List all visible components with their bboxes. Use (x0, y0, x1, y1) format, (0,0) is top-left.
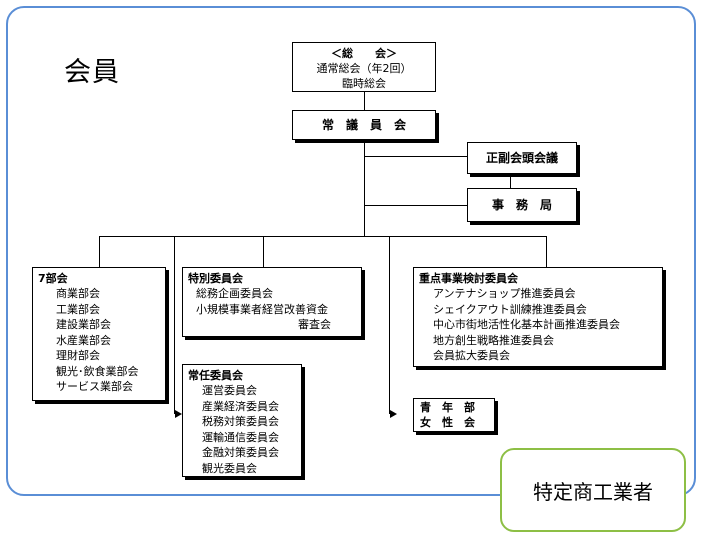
standing-committee-item: 税務対策委員会 (202, 415, 279, 428)
division-item: 商業部会 (56, 287, 100, 300)
vice-chairs-meeting-box: 正副会頭会議 (467, 142, 577, 174)
special-committee-item: 小規模事業者経営改善資金 (196, 302, 328, 316)
priority-committee-item: シェイクアウト訓練推進委員会 (433, 302, 587, 316)
connector-line (99, 236, 100, 267)
connector-arrow (390, 410, 397, 418)
standing-committee-item: 運輸通信委員会 (202, 430, 279, 444)
members-label: 会員 (64, 57, 120, 88)
connector-line (99, 236, 546, 237)
standing-committees-box: 常任委員会 運営委員会 産業経済委員会 税務対策委員会 運輸通信委員会 金融対策… (182, 364, 302, 477)
division-item: 理財部会 (56, 349, 100, 362)
division-item: 水産業部会 (56, 333, 111, 347)
standing-committee-item: 運営委員会 (202, 384, 257, 397)
special-committees-box: 特別委員会 総務企画委員会 小規模事業者経営改善資金 審査会 (182, 267, 362, 337)
youth-women-box: 青 年 部 女 性 会 (413, 398, 495, 432)
general-assembly-title: ＜総 会＞ (331, 47, 397, 60)
connector-arrow (175, 410, 182, 418)
priority-committees-title: 重点事業検討委員会 (419, 272, 518, 285)
connector-line (364, 205, 467, 206)
special-committee-item: 総務企画委員会 (196, 287, 273, 300)
seven-divisions-box: 7部会 商業部会 工業部会 建設業部会 水産業部会 理財部会 観光･飲食業部会 … (32, 267, 166, 401)
priority-committee-item: アンテナショップ推進委員会 (433, 287, 576, 300)
seven-divisions-title: 7部会 (38, 272, 68, 285)
division-item: サービス業部会 (56, 380, 133, 393)
specific-businesses-label: 特定商工業者 (533, 479, 653, 504)
standing-committees-title: 常任委員会 (188, 369, 243, 382)
division-item: 観光･飲食業部会 (56, 364, 139, 378)
priority-committee-item: 会員拡大委員会 (433, 349, 510, 362)
connector-line (510, 174, 511, 188)
standing-committee-item: 金融対策委員会 (202, 446, 279, 459)
connector-line (364, 156, 467, 157)
members-frame (6, 6, 696, 496)
priority-committee-item: 中心市街地活性化基本計画推進委員会 (433, 318, 620, 331)
youth-division-label: 青 年 部 (420, 401, 475, 414)
special-committee-item: 審査会 (298, 318, 331, 331)
standing-committee-item: 観光委員会 (202, 461, 257, 475)
connector-line (364, 140, 365, 236)
general-assembly-line: 臨時総会 (342, 77, 386, 90)
women-association-label: 女 性 会 (420, 416, 475, 429)
specific-businesses-box: 特定商工業者 (500, 448, 686, 532)
connector-line (546, 236, 547, 267)
connector-line (389, 236, 390, 414)
connector-line (263, 236, 264, 267)
priority-committee-item: 地方創生戦略推進委員会 (433, 333, 554, 347)
connector-line (174, 236, 175, 414)
secretariat-box: 事 務 局 (467, 188, 577, 222)
standing-committee-item: 産業経済委員会 (202, 399, 279, 413)
division-item: 工業部会 (56, 302, 100, 316)
general-assembly-box: ＜総 会＞ 通常総会（年2回） 臨時総会 (292, 42, 436, 92)
division-item: 建設業部会 (56, 318, 111, 331)
priority-committees-box: 重点事業検討委員会 アンテナショップ推進委員会 シェイクアウト訓練推進委員会 中… (413, 267, 663, 367)
connector-line (364, 92, 365, 110)
special-committees-title: 特別委員会 (188, 272, 243, 285)
standing-council-box: 常 議 員 会 (292, 110, 436, 140)
general-assembly-line: 通常総会（年2回） (316, 62, 412, 75)
